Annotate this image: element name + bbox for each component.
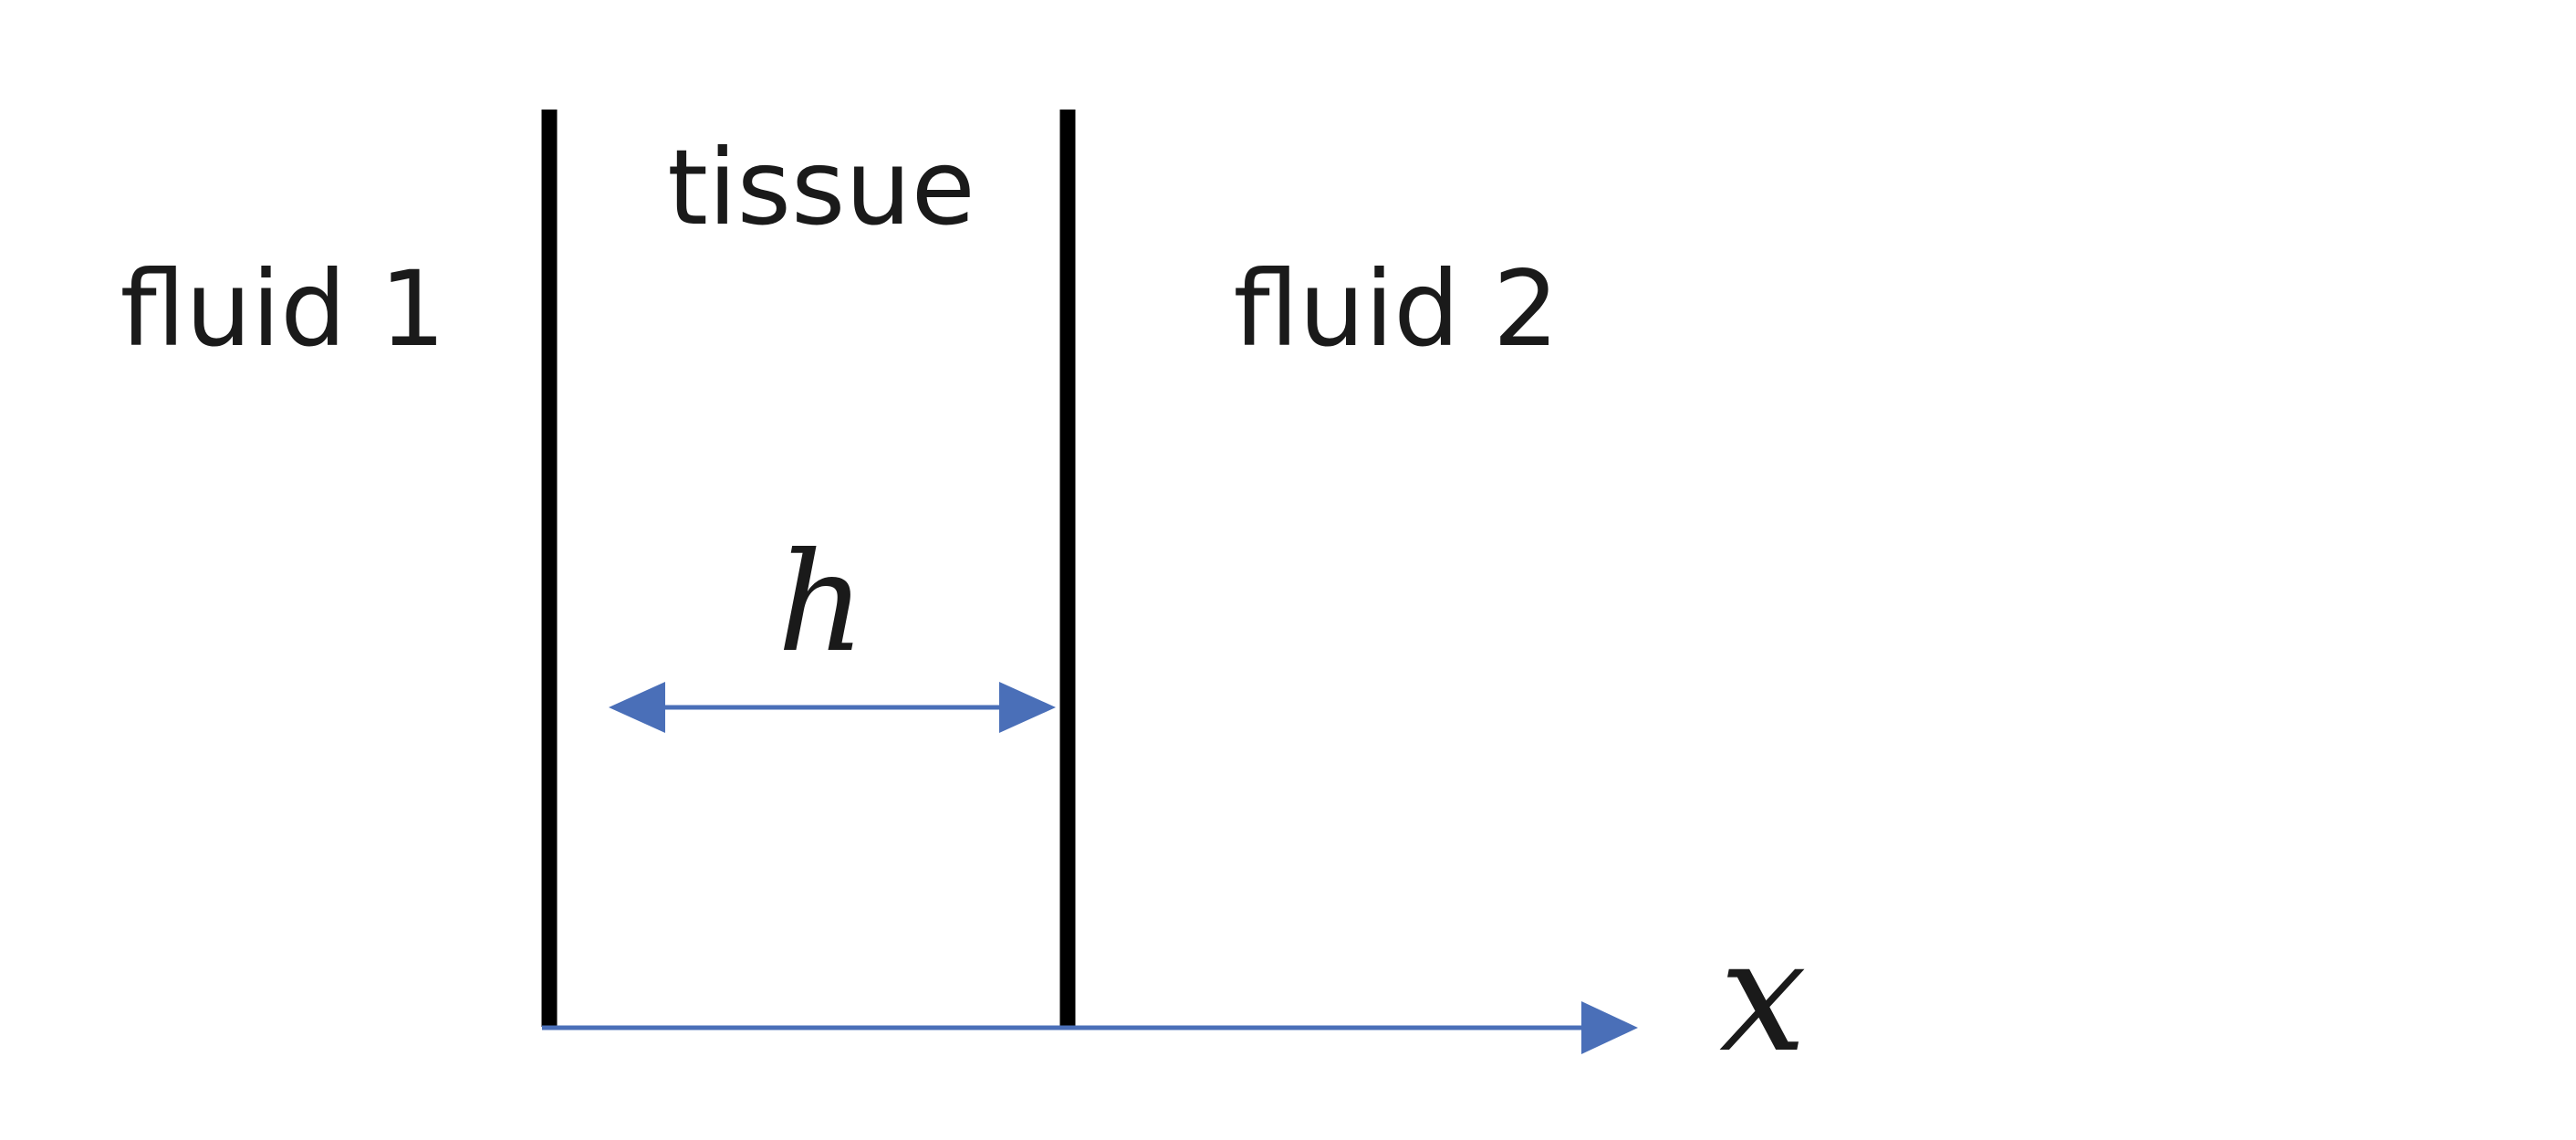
fluid-1-label: fluid 1	[120, 248, 446, 370]
tissue-label: tissue	[667, 127, 975, 248]
fluid-2-label: fluid 2	[1234, 248, 1559, 370]
x-axis-arrowhead	[1581, 1001, 1638, 1054]
thickness-label: h	[777, 524, 866, 683]
x-axis-label: x	[1719, 906, 1807, 1087]
x-axis-arrow	[542, 1001, 1638, 1054]
thickness-double-arrow	[609, 682, 1056, 733]
thickness-arrowhead-left	[609, 682, 665, 733]
thickness-arrowhead-right	[999, 682, 1056, 733]
